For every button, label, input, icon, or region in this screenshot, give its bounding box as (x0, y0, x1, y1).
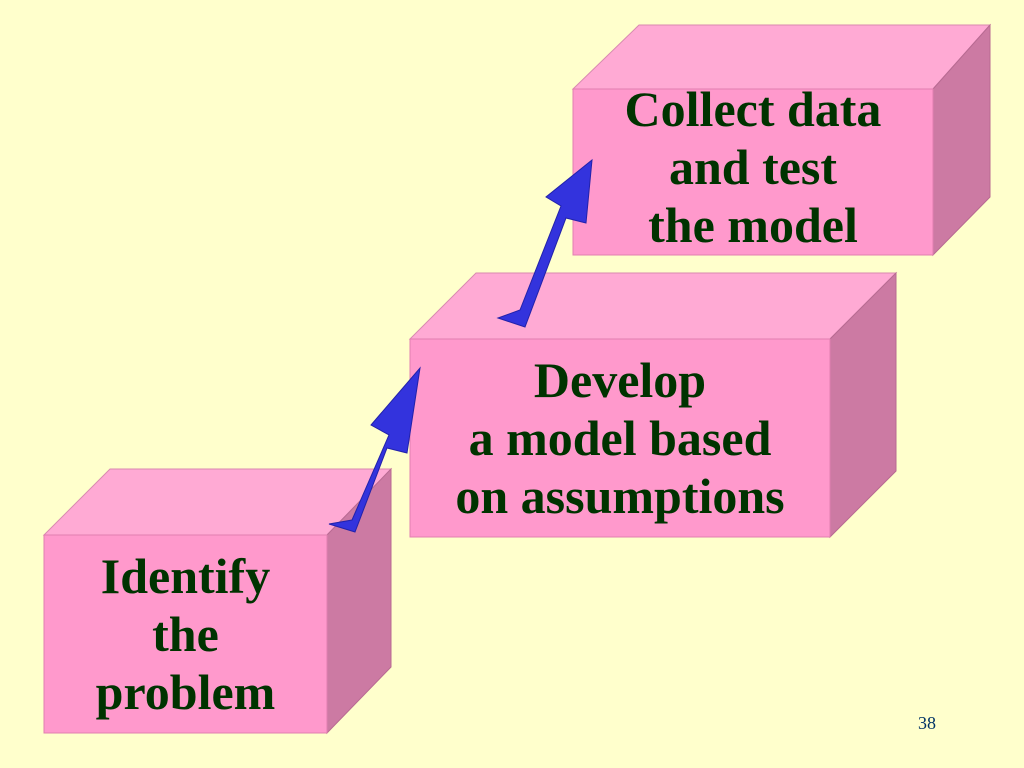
arrow-2-icon (496, 158, 593, 328)
box-develop-front (409, 338, 831, 538)
box-collect-front (572, 88, 934, 256)
step-label-identify: Identify the problem (95, 548, 276, 720)
box-collect (571, 23, 992, 257)
step-label-collect: Collect data and test the model (624, 81, 882, 253)
box-identify (42, 467, 393, 735)
arrow-1-icon (328, 366, 421, 533)
page-number: 38 (918, 713, 936, 733)
box-develop-top (408, 272, 898, 340)
box-identify-front (43, 534, 328, 734)
step-label-develop: Develop a model based on assumptions (455, 352, 785, 524)
